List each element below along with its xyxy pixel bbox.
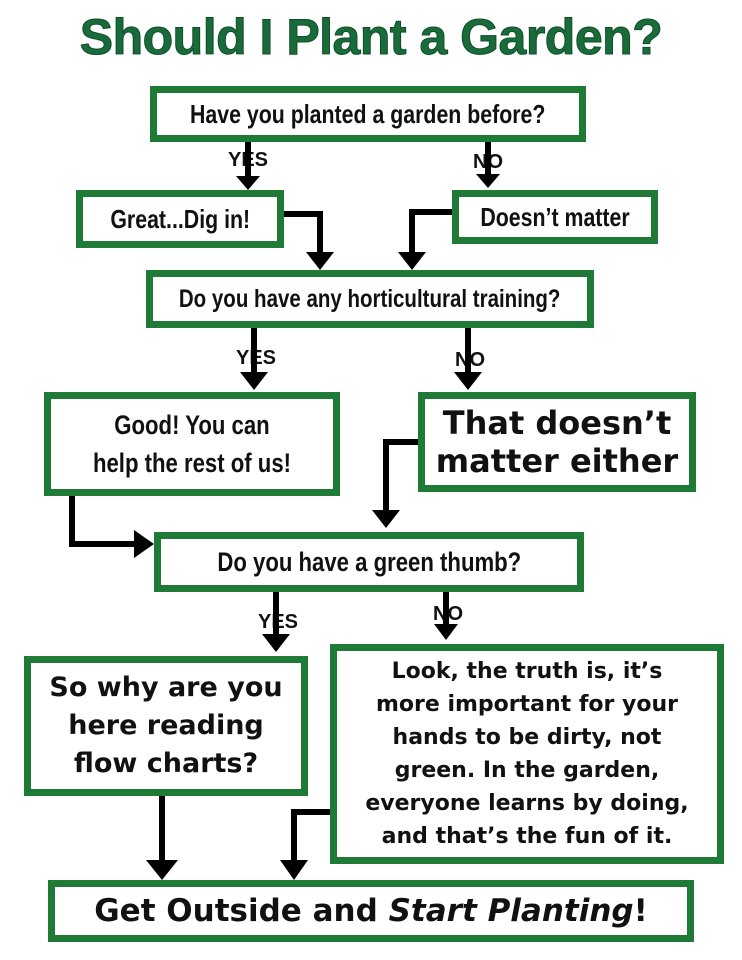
arrow-no3-to-final xyxy=(291,809,330,866)
arrowhead-no3-to-final xyxy=(280,860,308,880)
answer-truth-is-text: Look, the truth is, it’s more important … xyxy=(365,655,688,853)
arrowhead-yes3-to-final xyxy=(146,860,178,880)
answer-why-reading-line-3: flow charts? xyxy=(73,748,259,779)
chart-title: Should I Plant a Garden? xyxy=(79,9,663,66)
answer-good-help-rest-line-2: help the rest of us! xyxy=(92,448,292,478)
answer-great-dig-in-text: Great...Dig in! xyxy=(110,203,250,234)
final-text-part-1: Get Outside and xyxy=(94,893,389,929)
answer-why-reading-line-1: So why are you xyxy=(49,672,283,703)
arrowhead-no1-to-q2 xyxy=(398,252,426,270)
question-green-thumb: Do you have a green thumb? xyxy=(154,532,584,592)
answer-why-reading: So why are you here reading flow charts? xyxy=(24,656,308,796)
arrow-yes1-to-q2 xyxy=(284,211,323,258)
answer-good-help-rest-text: Good! You can help the rest of us! xyxy=(22,406,362,482)
arrowhead-q3-yes xyxy=(262,634,290,652)
answer-truth-is-line-2: more important for your xyxy=(375,692,678,717)
question-horticultural-training: Do you have any horticultural training? xyxy=(146,270,594,328)
arrowhead-yes2-to-q3 xyxy=(134,530,154,558)
arrowhead-no2-to-q3 xyxy=(372,510,400,528)
arrow-yes2-to-q3 xyxy=(69,496,140,547)
final-text-part-3: ! xyxy=(633,893,648,929)
answer-truth-is-line-4: green. In the garden, xyxy=(394,758,660,783)
answer-why-reading-line-2: here reading xyxy=(68,710,264,741)
answer-great-dig-in: Great...Dig in! xyxy=(76,190,284,248)
answer-truth-is-line-1: Look, the truth is, it’s xyxy=(391,659,663,684)
final-text-part-2: Start Planting xyxy=(388,893,634,929)
answer-doesnt-matter: Doesn’t matter xyxy=(452,190,658,244)
answer-doesnt-matter-either-line-1: That doesn’t xyxy=(442,404,672,442)
answer-truth-is-line-5: everyone learns by doing, xyxy=(365,791,689,816)
question-planted-before: Have you planted a garden before? xyxy=(150,86,586,142)
question-green-thumb-text: Do you have a green thumb? xyxy=(217,546,521,577)
answer-good-help-rest-line-1: Good! You can xyxy=(114,410,270,440)
answer-doesnt-matter-either-line-2: matter either xyxy=(435,442,679,480)
arrowhead-yes1-to-q2 xyxy=(306,252,334,270)
arrowhead-q3-no xyxy=(434,624,458,640)
arrowhead-q1-yes xyxy=(236,176,260,190)
answer-why-reading-text: So why are you here reading flow charts? xyxy=(49,669,282,783)
arrowhead-q1-no xyxy=(476,174,500,188)
question-planted-before-text: Have you planted a garden before? xyxy=(190,98,546,129)
arrowhead-q2-no xyxy=(454,372,482,390)
question-horticultural-training-text: Do you have any horticultural training? xyxy=(179,284,561,313)
final-get-outside: Get Outside and Start Planting! xyxy=(48,880,694,942)
arrow-no2-to-q3 xyxy=(383,439,418,516)
arrowhead-q2-yes xyxy=(240,372,268,390)
answer-good-help-rest: Good! You can help the rest of us! xyxy=(44,392,340,496)
answer-truth-is-line-6: and that’s the fun of it. xyxy=(381,824,673,849)
final-get-outside-text: Get Outside and Start Planting! xyxy=(94,893,648,929)
arrow-no1-to-q2 xyxy=(409,209,452,258)
answer-doesnt-matter-either-text: That doesn’t matter either xyxy=(436,404,678,480)
answer-truth-is-line-3: hands to be dirty, not xyxy=(392,725,662,750)
answer-doesnt-matter-text: Doesn’t matter xyxy=(480,201,630,232)
answer-truth-is: Look, the truth is, it’s more important … xyxy=(330,644,724,864)
answer-doesnt-matter-either: That doesn’t matter either xyxy=(418,392,696,492)
